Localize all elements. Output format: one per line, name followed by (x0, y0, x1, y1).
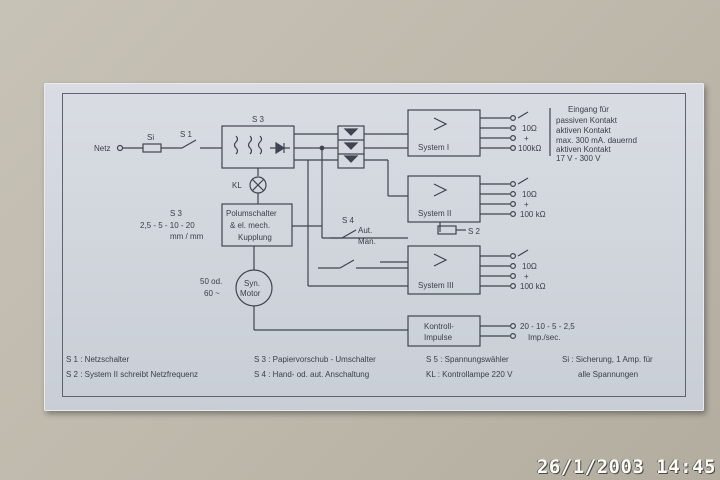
eingang-5: aktiven Kontakt (556, 145, 611, 154)
motor-freq-1: 50 od. (200, 277, 222, 286)
nameplate-border (62, 93, 686, 397)
kontroll-label-1: Kontroll- (424, 322, 454, 331)
s4-man: Man. (358, 237, 376, 246)
term1-b: + (524, 134, 529, 143)
polumschalter-3: Kupplung (238, 233, 272, 242)
s4-aut: Aut. (358, 226, 372, 235)
legend-si-2: alle Spannungen (578, 370, 638, 379)
eingang-2: passiven Kontakt (556, 116, 618, 125)
term3-a: 10Ω (522, 262, 537, 271)
polumschalter-2: & el. mech. (230, 221, 270, 230)
kontroll-values-2: Imp./sec. (528, 333, 560, 342)
kontroll-values-1: 20 - 10 - 5 - 2,5 (520, 322, 575, 331)
system2-label: System II (418, 209, 451, 218)
term1-c: 100kΩ (518, 144, 541, 153)
kl-label: KL (232, 181, 242, 190)
term3-b: + (524, 272, 529, 281)
nameplate (44, 83, 704, 411)
motor-label-2: Motor (240, 289, 261, 298)
legend-s2: S 2 : System II schreibt Netzfrequenz (66, 370, 198, 379)
netz-label: Netz (94, 144, 110, 153)
legend-kl: KL : Kontrollampe 220 V (426, 370, 513, 379)
polumschalter-1: Polumschalter (226, 209, 277, 218)
term2-a: 10Ω (522, 190, 537, 199)
legend-s4: S 4 : Hand- od. aut. Anschaltung (254, 370, 369, 379)
kontroll-label-2: Impulse (424, 333, 453, 342)
eingang-1: Eingang für (568, 105, 609, 114)
s3-top-label: S 3 (252, 115, 265, 124)
term3-c: 100 kΩ (520, 282, 546, 291)
si-label: Si (147, 133, 154, 142)
legend-s3: S 3 : Papiervorschub - Umschalter (254, 355, 376, 364)
s3-values: 2,5 - 5 - 10 - 20 (140, 221, 195, 230)
term2-c: 100 kΩ (520, 210, 546, 219)
eingang-4: max. 300 mA. dauernd (556, 136, 637, 145)
s1-label: S 1 (180, 130, 193, 139)
term2-b: + (524, 200, 529, 209)
date-stamp: 26/1/2003 14:45 (536, 456, 716, 478)
system3-label: System III (418, 281, 454, 290)
s2-label: S 2 (468, 227, 481, 236)
motor-label-1: Syn. (244, 279, 260, 288)
system1-label: System I (418, 143, 449, 152)
eingang-6: 17 V - 300 V (556, 154, 601, 163)
motor-freq-2: 60 ~ (204, 289, 220, 298)
s4-label: S 4 (342, 216, 355, 225)
legend-s1: S 1 : Netzschalter (66, 355, 129, 364)
legend-si-1: Si : Sicherung, 1 Amp. für (562, 355, 653, 364)
term1-a: 10Ω (522, 124, 537, 133)
s3-unit: mm / mm (170, 232, 204, 241)
s3-left-label: S 3 (170, 209, 183, 218)
legend-s5: S 5 : Spannungswähler (426, 355, 509, 364)
eingang-3: aktiven Kontakt (556, 126, 611, 135)
